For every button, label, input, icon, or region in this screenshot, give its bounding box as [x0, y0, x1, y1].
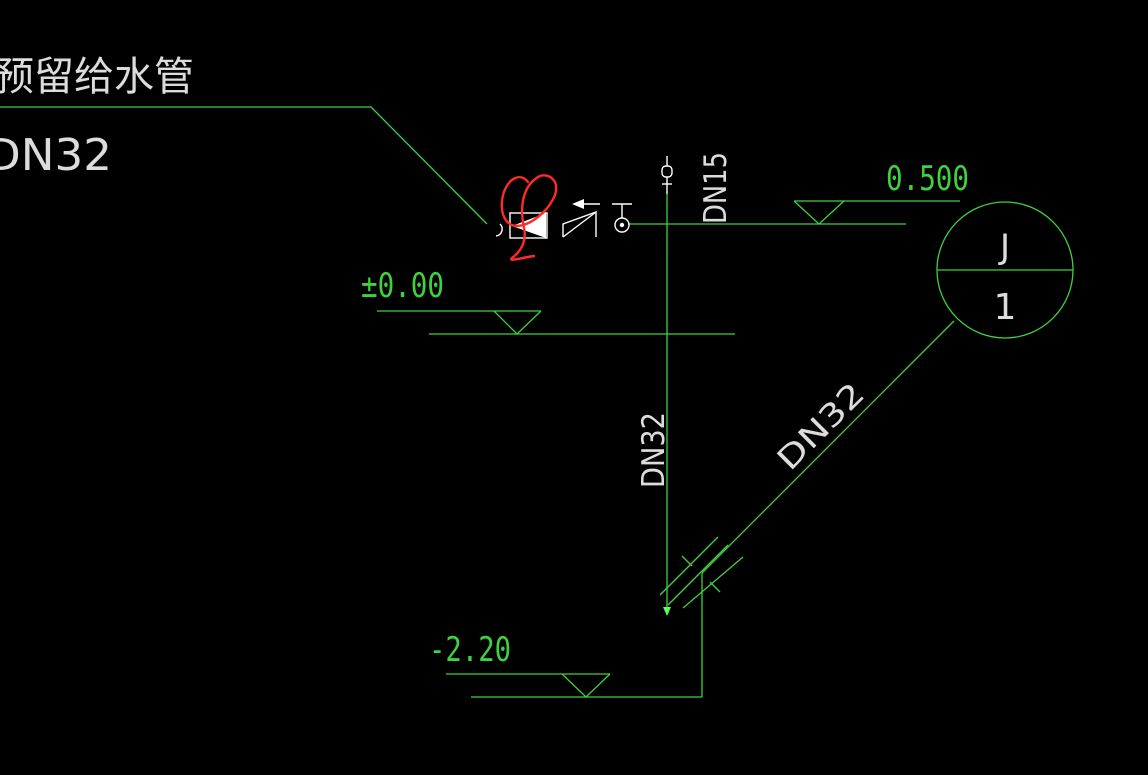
check-valve-icon	[562, 211, 597, 237]
check-valve-diagonal	[562, 211, 597, 238]
pipe-break-marks	[659, 536, 744, 609]
diagonal-pipe	[701, 320, 955, 574]
gate-valve-center	[619, 222, 625, 228]
water-meter-icon	[509, 212, 548, 239]
elevation-top-marker-icon	[793, 200, 845, 225]
dn15-label: DN15	[698, 152, 734, 224]
index-number: 1	[994, 287, 1017, 328]
pipe-note-leader-line	[0, 106, 488, 225]
red-markup-annotation	[500, 174, 558, 261]
valve-group	[495, 199, 632, 239]
pipe-note-size: DN32	[0, 130, 112, 181]
flow-arrow-icon	[572, 199, 584, 209]
riser-end-arrow-icon	[663, 607, 671, 616]
pipe-note-title: 预留给水管	[0, 54, 194, 100]
meter-arrow-icon	[512, 213, 546, 238]
index-letter: J	[998, 227, 1010, 267]
gate-valve-icon	[614, 217, 630, 233]
riser-size-label: DN32	[636, 412, 672, 488]
elevation-ground-marker-icon	[493, 310, 542, 335]
elevation-bottom-marker-icon	[561, 673, 611, 698]
air-vent-icon	[661, 156, 673, 194]
elevation-ground-label: ±0.00	[361, 266, 444, 306]
pipe-end-cap-icon	[495, 223, 503, 237]
elevation-top-label: 0.500	[886, 159, 969, 199]
diagonal-size-label: DN32	[770, 376, 872, 478]
elevation-bottom-label: -2.20	[429, 630, 511, 670]
